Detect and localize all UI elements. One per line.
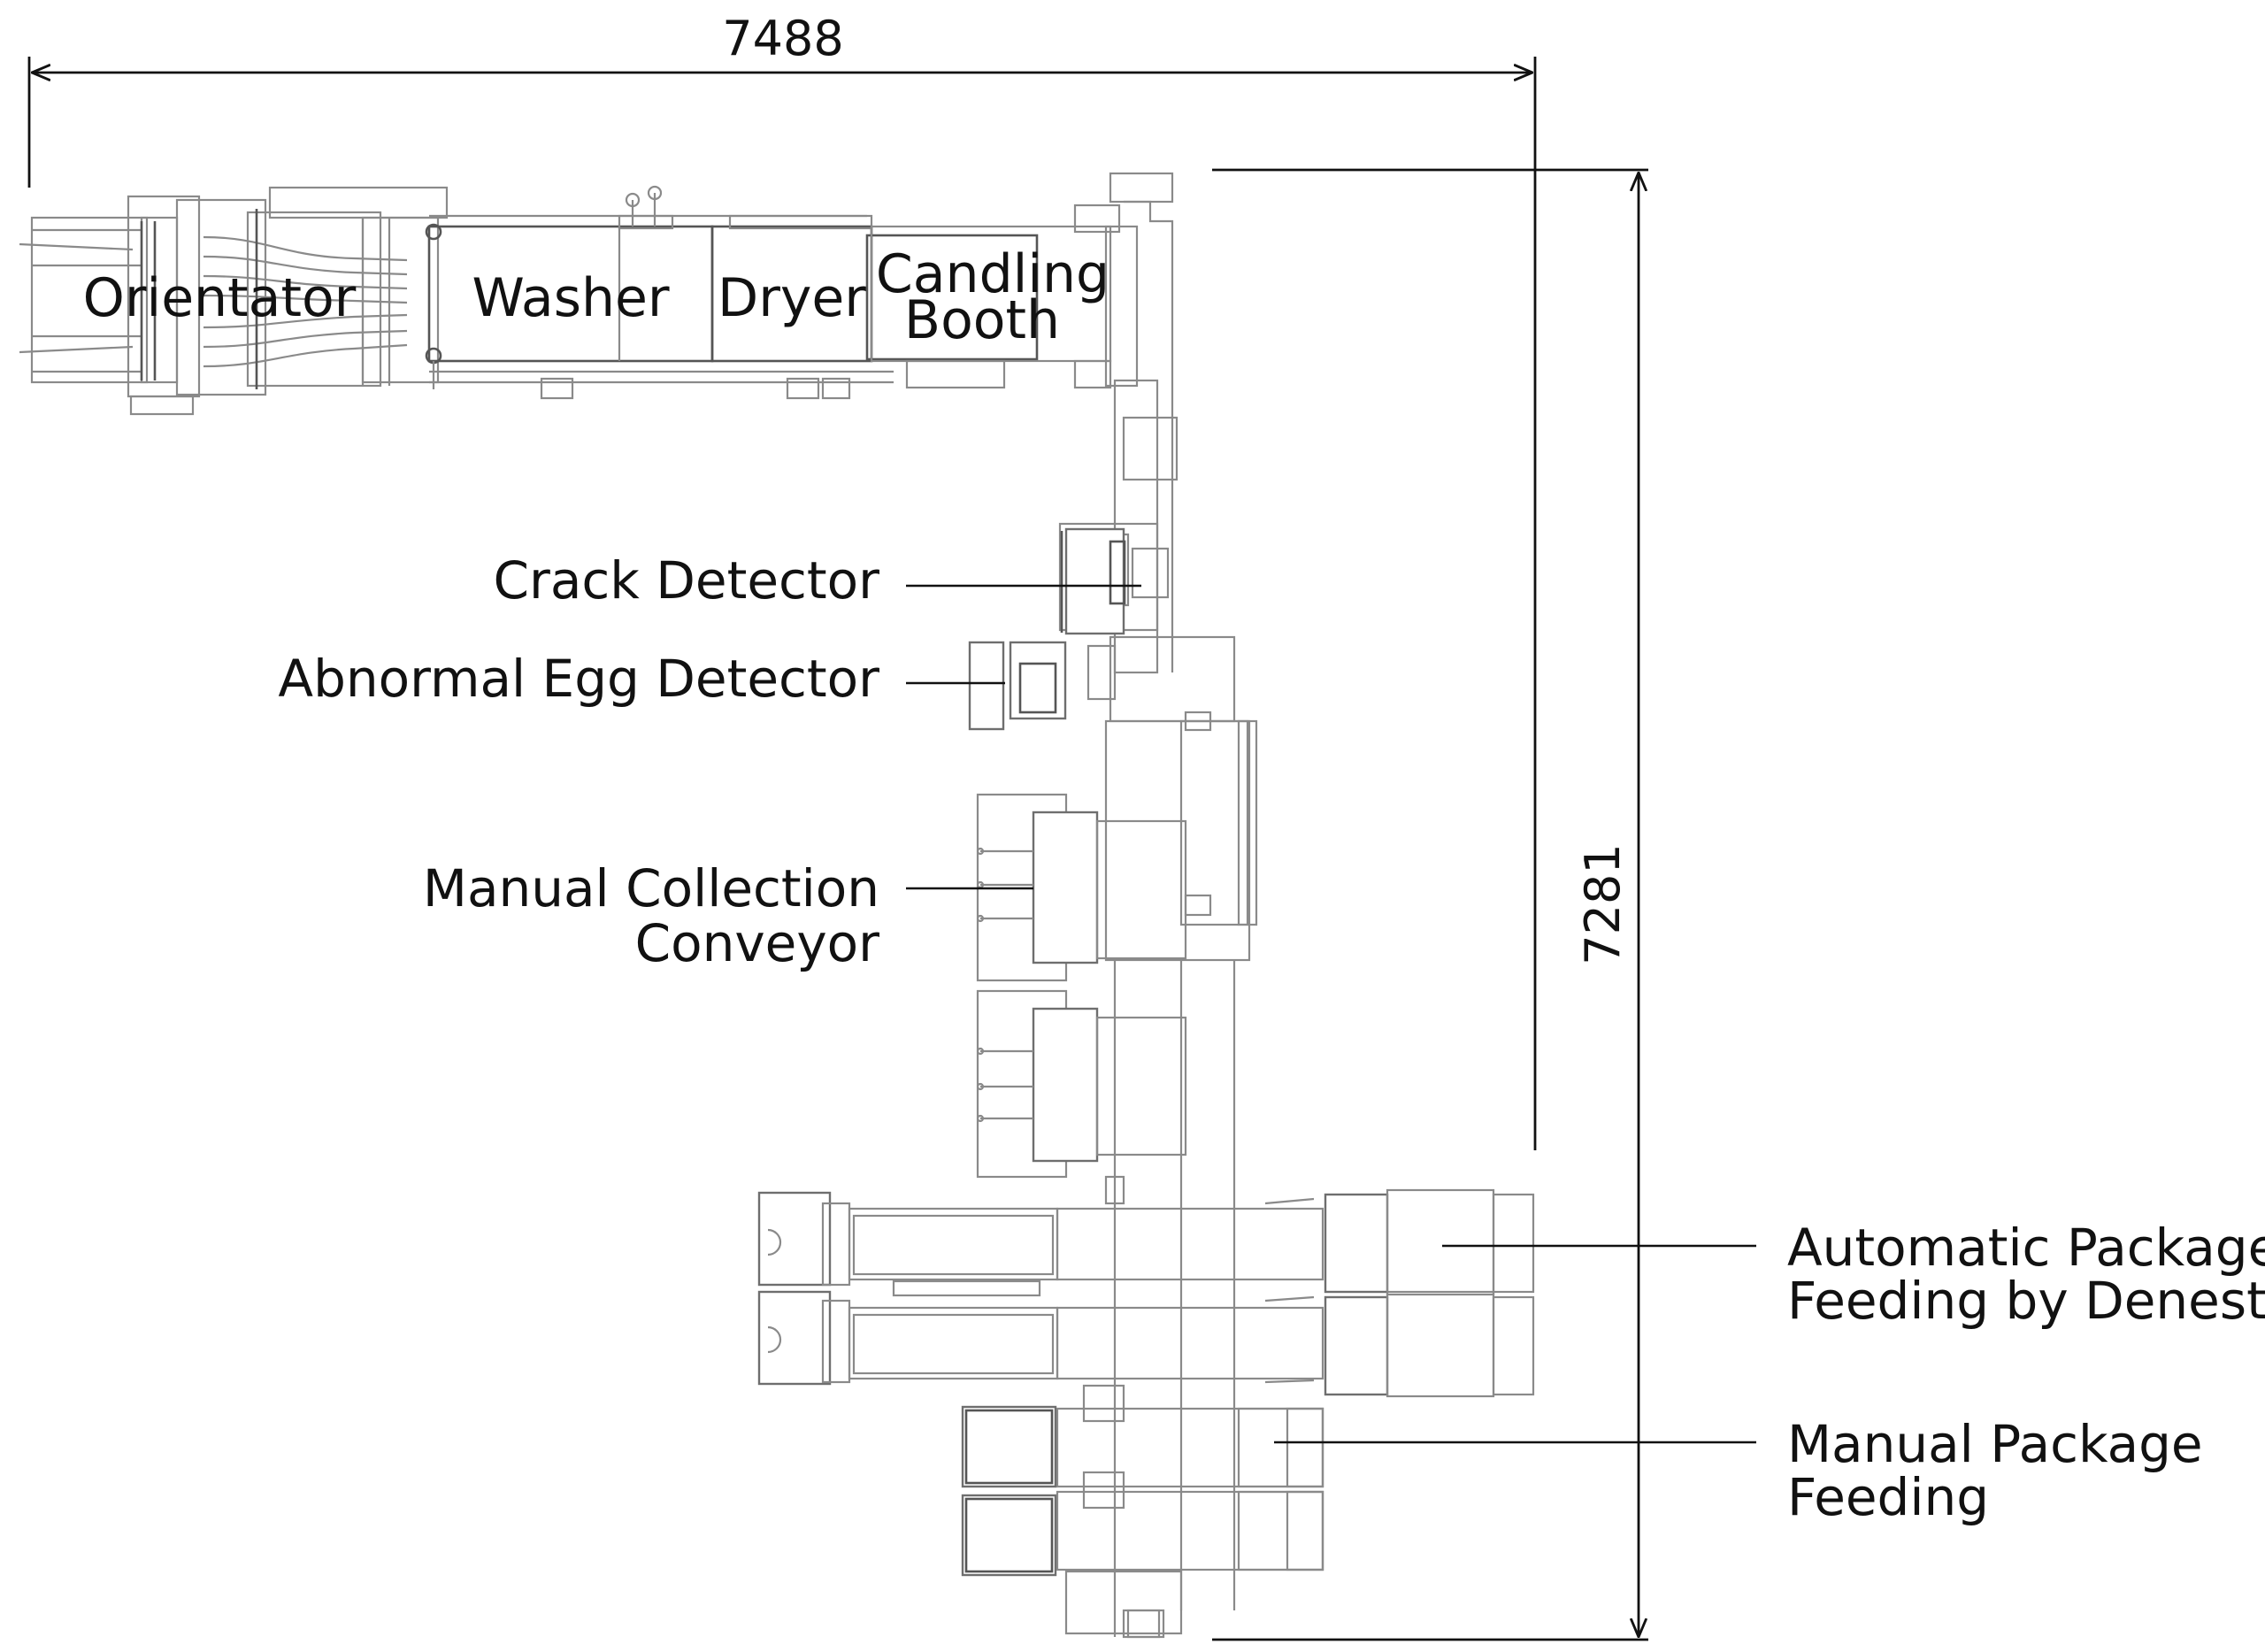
dimension-width: 7488: [27, 11, 1537, 1150]
abnormal-egg-detector-unit: [968, 641, 1067, 731]
candling-label-line1: Candling: [876, 243, 1109, 305]
manual-collection-label-line2: Conveyor: [635, 913, 880, 973]
candling-booth-unit: [865, 204, 1121, 389]
crack-detector-label: Crack Detector: [493, 550, 879, 611]
dryer-label: Dryer: [718, 267, 866, 329]
abnormal-egg-detector-label: Abnormal Egg Detector: [278, 649, 879, 709]
crack-detector-unit: [1060, 527, 1126, 635]
width-dimension-label: 7488: [722, 11, 843, 66]
auto-package-label-line1: Automatic Package: [1787, 1218, 2265, 1278]
manual-package-label-line2: Feeding: [1787, 1467, 1989, 1527]
orientator-unit: [19, 186, 449, 416]
washer-unit: [425, 185, 894, 400]
manual-collection-label-line1: Manual Collection: [423, 858, 879, 918]
manual-package-feeding-unit: [961, 1384, 1324, 1639]
washer-label: Washer: [472, 267, 669, 329]
manual-package-label-line1: Manual Package: [1787, 1414, 2203, 1474]
height-dimension-label: 7281: [1575, 843, 1631, 964]
automatic-package-denester-unit: [757, 1188, 1535, 1398]
dimension-height: 7281: [1212, 168, 1648, 1641]
candling-label-line2: Booth: [904, 289, 1060, 351]
manual-collection-conveyor-unit: [976, 793, 1187, 1179]
orientator-label: Orientator: [83, 267, 357, 329]
main-vertical-conveyor: [1086, 635, 1258, 1639]
auto-package-label-line2: Feeding by Denester: [1787, 1271, 2265, 1331]
